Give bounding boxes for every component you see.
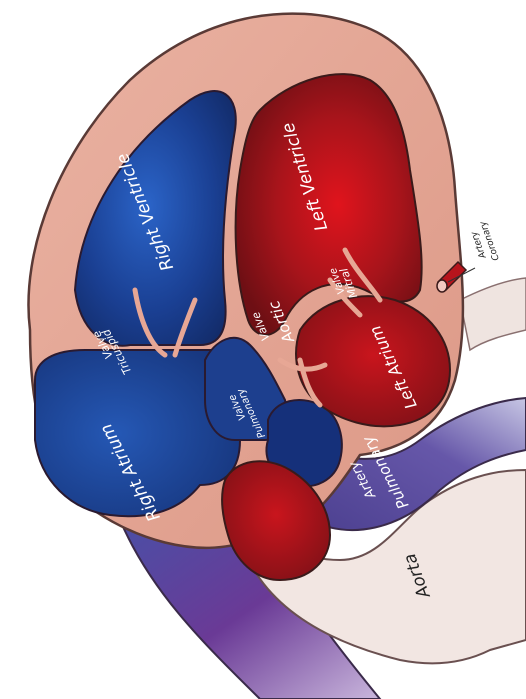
- coronary-artery-label: Coronary Artery: [469, 219, 501, 262]
- right-vessel-stub: [460, 278, 526, 350]
